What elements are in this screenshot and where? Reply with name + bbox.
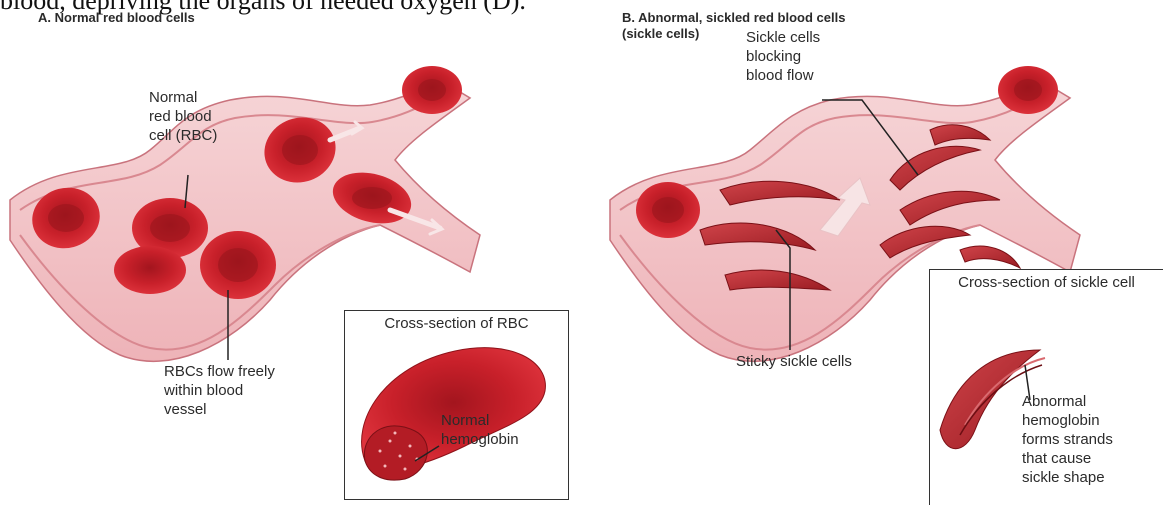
rbc-cross-section-illustration (345, 311, 568, 499)
sticky-sickle-cells-callout: Sticky sickle cells (736, 352, 852, 371)
rbc-flow-callout: RBCs flow freely within blood vessel (164, 362, 275, 419)
normal-rbc-callout: Normal red blood cell (RBC) (149, 88, 217, 145)
rbc-cross-section-inset: Cross-section of RBC Normal hemoglobin (344, 310, 569, 500)
sickle-cross-section-inset: Cross-section of sickle cell Abnormal he… (929, 269, 1163, 505)
rbc-cell (114, 246, 186, 294)
abnormal-hemoglobin-label: Abnormal hemoglobin forms strands that c… (1022, 392, 1113, 487)
sickle-blocking-callout: Sickle cells blocking blood flow (746, 28, 820, 85)
normal-hemoglobin-label: Normal hemoglobin (441, 411, 519, 449)
